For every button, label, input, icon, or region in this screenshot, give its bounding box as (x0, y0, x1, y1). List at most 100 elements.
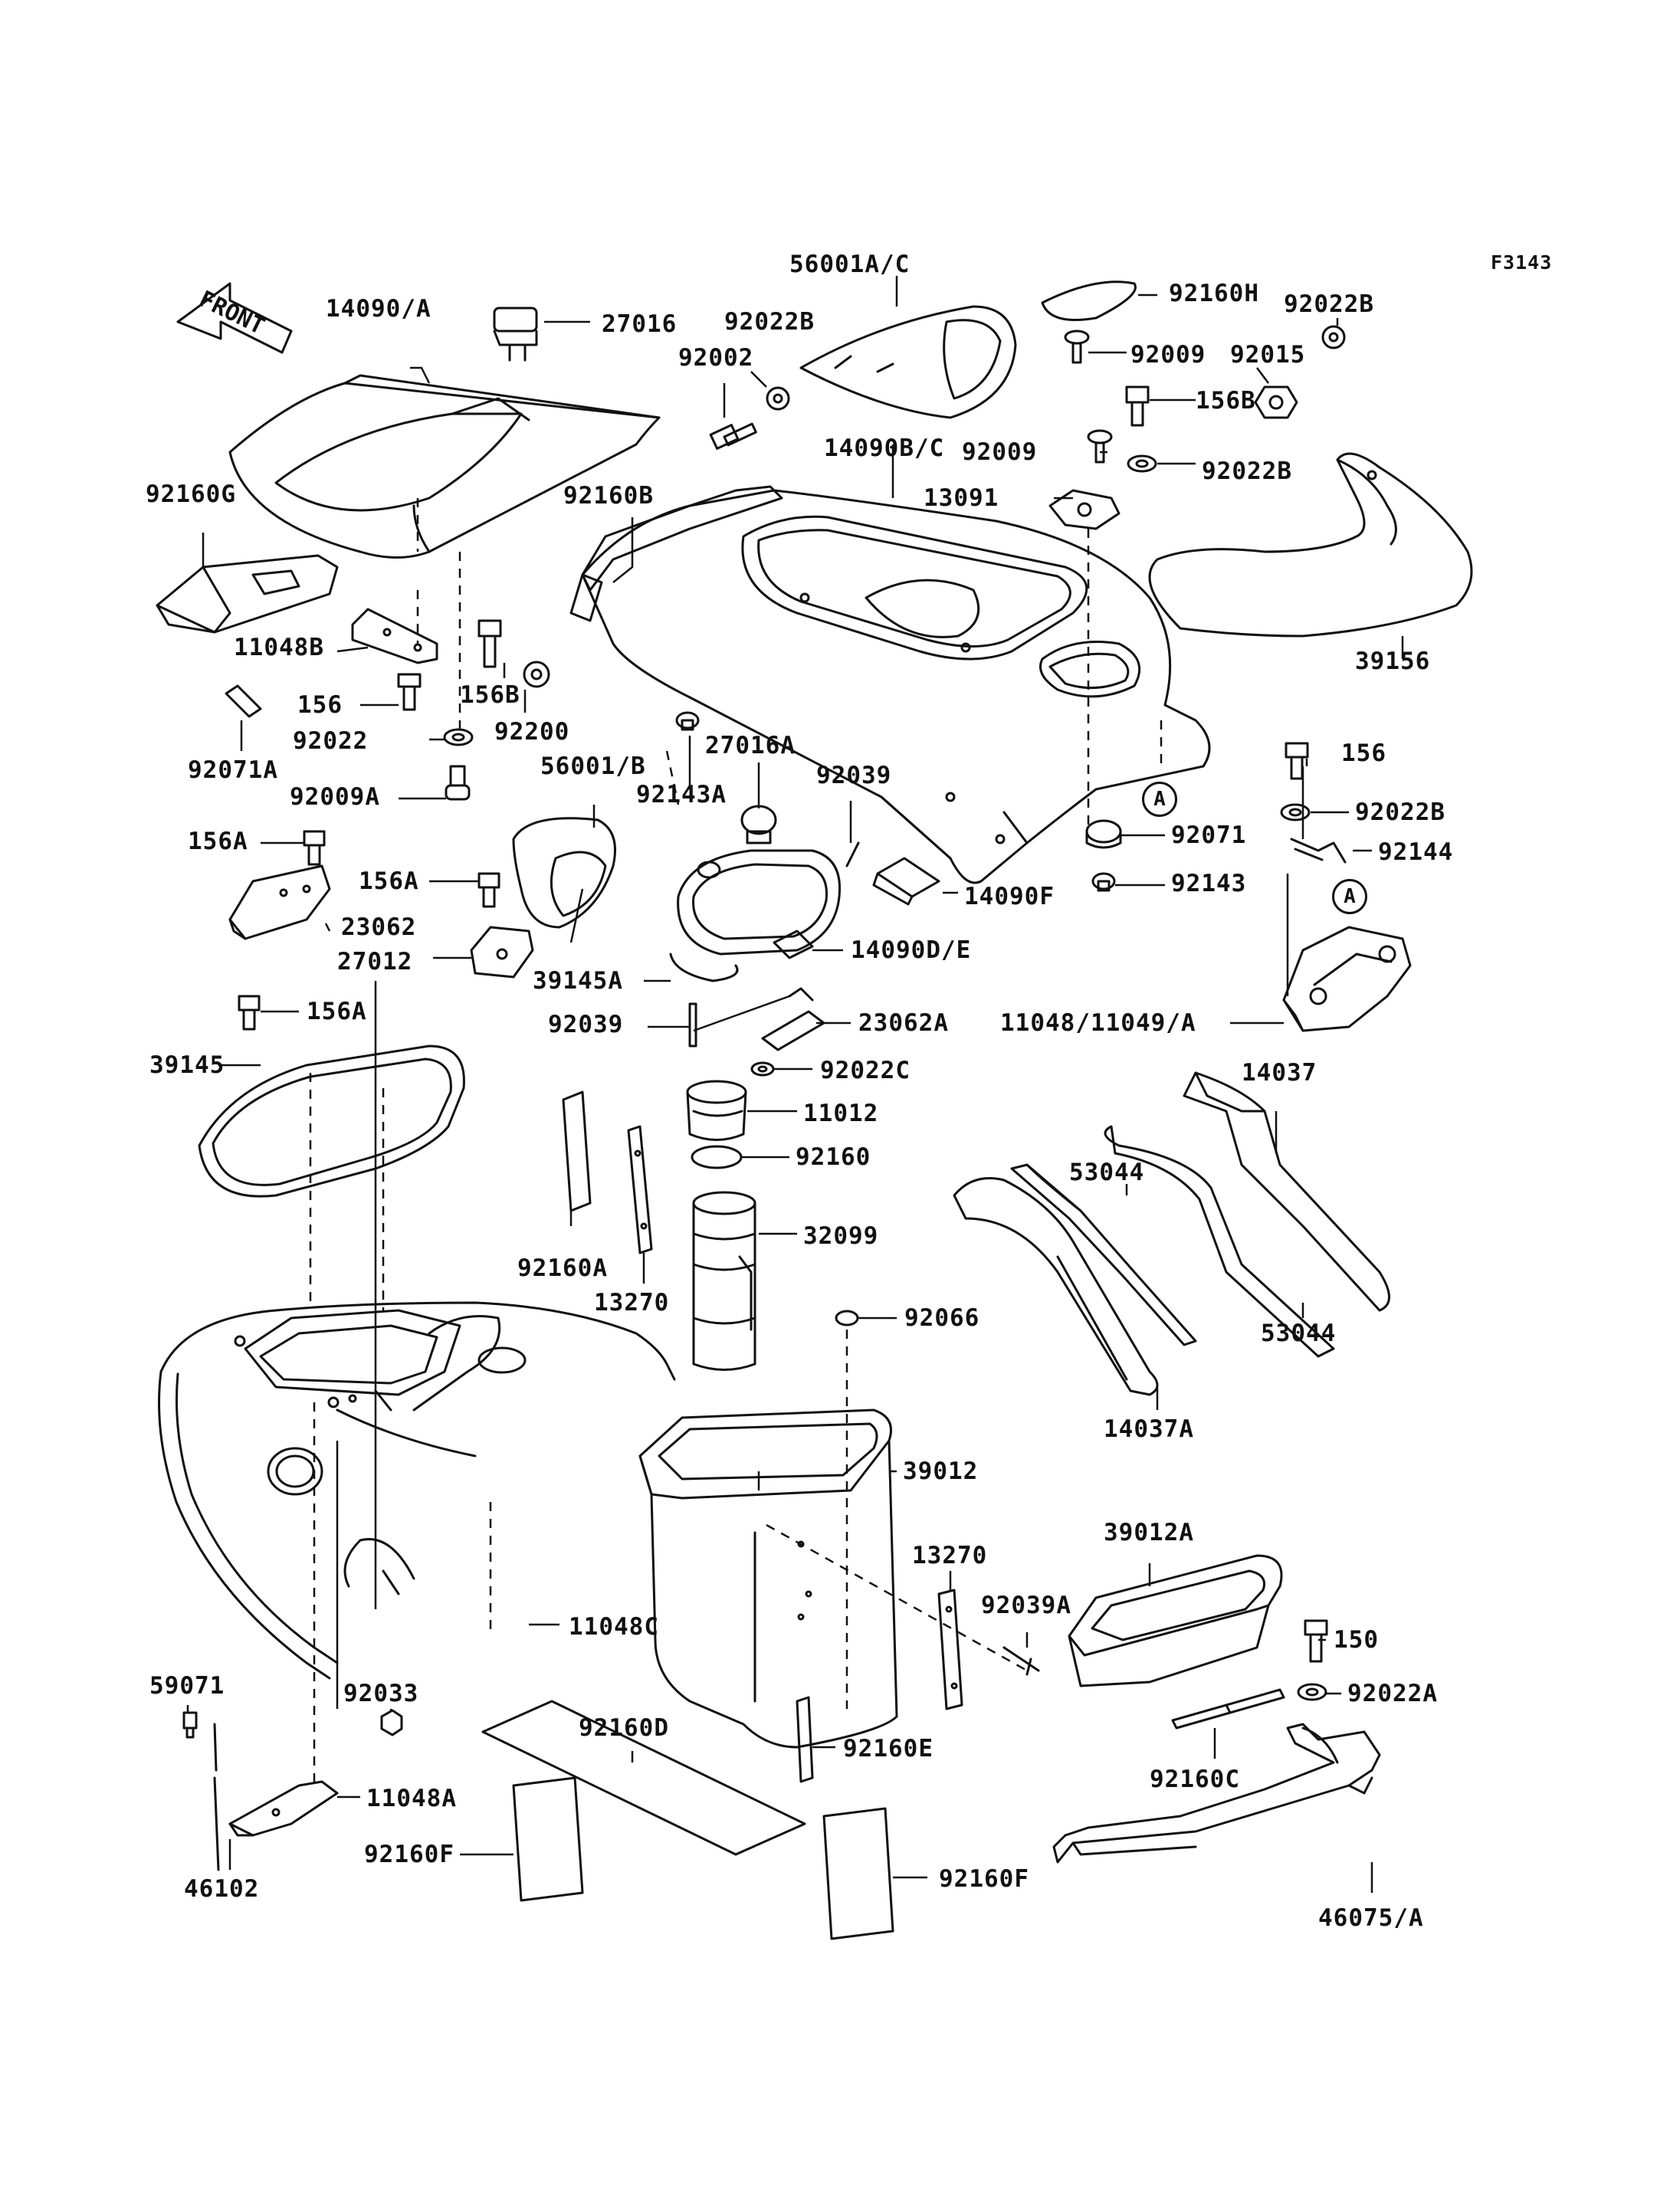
deck-cover-14090bc (581, 489, 1211, 884)
grommet-92143 (1091, 872, 1116, 892)
part-label-92022b_2: 92022B (724, 308, 815, 336)
part-label-92160f_2: 92160F (939, 1865, 1029, 1893)
part-label-39012: 39012 (903, 1458, 979, 1485)
part-label-11048c: 11048C (569, 1613, 659, 1641)
bolt-156a-c (238, 995, 261, 1031)
vent-cap (493, 307, 538, 362)
plug-92066 (835, 1310, 859, 1326)
bracket-11048-11049a (1282, 926, 1412, 1032)
part-label-14090f: 14090F (964, 883, 1055, 910)
part-label-156b_2: 156B (460, 681, 520, 709)
part-label-53044_2: 53044 (1261, 1320, 1337, 1347)
part-label-156_1: 156 (297, 691, 343, 719)
part-label-14090de: 14090D/E (851, 936, 972, 964)
washer-92022b-c (1127, 454, 1157, 473)
part-label-92160h: 92160H (1169, 280, 1259, 307)
part-label-14090bc: 14090B/C (824, 434, 945, 462)
callout-a-top: A (1142, 782, 1177, 817)
part-label-92022b_3: 92022B (1202, 457, 1292, 485)
bracket-11048a (228, 1780, 339, 1837)
part-label-156a_2: 156A (359, 867, 419, 895)
nut-92033 (380, 1709, 403, 1736)
part-label-92009a: 92009A (290, 783, 380, 811)
rail-46075a (1052, 1723, 1381, 1864)
bolt-156a-b (477, 872, 500, 908)
pad-14090f (872, 857, 940, 906)
part-label-92066: 92066 (904, 1304, 980, 1332)
part-label-59071: 59071 (149, 1672, 225, 1700)
pad-92160g (156, 554, 339, 634)
part-label-14037a: 14037A (1104, 1415, 1194, 1443)
bracket-11048b (351, 608, 438, 664)
part-label-92160b: 92160B (563, 482, 654, 510)
part-label-92143a: 92143A (636, 781, 727, 808)
part-label-14037: 14037 (1242, 1059, 1317, 1087)
part-label-156a_3: 156A (307, 998, 367, 1025)
storage-bin-39012 (638, 1408, 898, 1749)
part-label-27016: 27016 (602, 310, 678, 338)
seal-53044-b (1010, 1163, 1197, 1346)
part-label-11048_11049a: 11048/11049/A (1000, 1009, 1196, 1037)
part-label-13270_1: 13270 (594, 1289, 670, 1317)
part-label-92022c: 92022C (820, 1057, 911, 1084)
part-label-92144: 92144 (1378, 838, 1454, 866)
filler-pipe-32099 (692, 1191, 756, 1371)
bolt-156b (477, 619, 502, 668)
part-label-56001ac: 56001A/C (789, 251, 911, 278)
clip-92144 (1290, 838, 1347, 864)
part-label-14090a: 14090/A (326, 295, 431, 323)
part-label-13270_2: 13270 (912, 1542, 988, 1569)
part-label-46102: 46102 (184, 1875, 260, 1903)
sheet-92160f-a (512, 1776, 584, 1902)
strip-92160e (796, 1696, 814, 1783)
bolt-156b-b (1125, 385, 1150, 427)
part-label-92009_1: 92009 (1130, 341, 1206, 369)
part-label-27016a: 27016A (705, 732, 796, 759)
rail-92160b (569, 485, 783, 622)
strip-92160c (1171, 1688, 1285, 1730)
part-label-39145a: 39145A (533, 967, 623, 995)
part-label-92002: 92002 (678, 344, 754, 372)
part-label-92160: 92160 (796, 1143, 871, 1171)
part-label-156b_1: 156B (1196, 387, 1256, 415)
part-label-92160f_1: 92160F (364, 1841, 454, 1868)
part-label-39145: 39145 (149, 1051, 225, 1079)
rod-46102 (213, 1723, 220, 1871)
part-label-92022a: 92022A (1347, 1680, 1438, 1707)
sheet-92160d (481, 1700, 806, 1856)
part-label-150: 150 (1334, 1626, 1379, 1654)
bolt-150 (1304, 1619, 1328, 1663)
part-label-92022b_4: 92022B (1355, 798, 1445, 826)
part-label-56001b: 56001/B (540, 753, 646, 780)
grommet-92071 (1085, 819, 1122, 849)
hinge-23062 (228, 864, 331, 940)
seal-53044-a (1104, 1125, 1335, 1358)
part-label-92039a: 92039A (981, 1592, 1071, 1619)
pin-92039-b (688, 1002, 697, 1048)
grommet-92143a (675, 711, 700, 731)
mirror-56001ac (799, 305, 1017, 419)
part-label-11012: 11012 (803, 1100, 879, 1127)
washer-92022a (1297, 1683, 1327, 1701)
hinge-23062a (761, 987, 825, 1051)
part-label-92200: 92200 (494, 718, 570, 746)
bolt-156-right (1285, 742, 1309, 780)
pad-92160h (1041, 280, 1137, 321)
gasket-92160 (691, 1145, 743, 1169)
hatch-cover-14090de (677, 849, 842, 959)
part-label-92160c: 92160C (1150, 1766, 1240, 1793)
part-label-92022b_1: 92022B (1284, 290, 1374, 318)
gasket-39145 (198, 1044, 465, 1198)
trim-14037 (1183, 1071, 1390, 1312)
strip-92160a (562, 1090, 592, 1212)
strip-13270-a (627, 1125, 653, 1254)
cap-27016a (740, 805, 777, 844)
part-label-92033: 92033 (343, 1680, 419, 1707)
plate-13091 (1048, 489, 1121, 530)
cap-11012 (686, 1080, 747, 1141)
part-label-53044_1: 53044 (1069, 1159, 1145, 1186)
part-label-92071a: 92071A (188, 756, 278, 784)
washer-92022c (750, 1061, 775, 1077)
washer-92022b-d (1280, 803, 1311, 821)
pin-92039a (1002, 1646, 1040, 1676)
